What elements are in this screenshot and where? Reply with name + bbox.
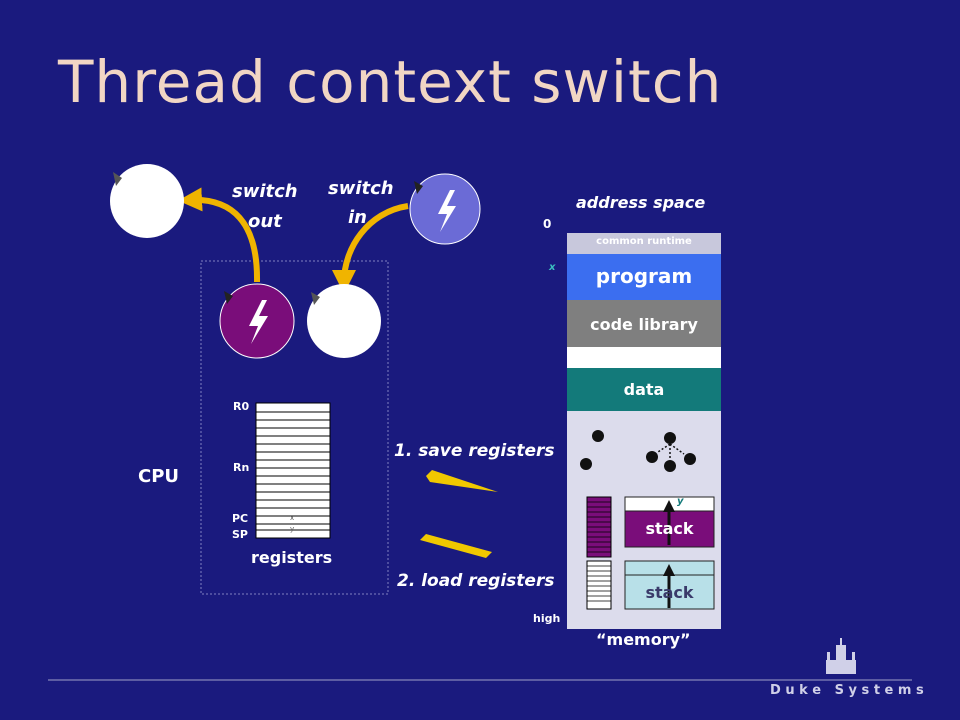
switch-out-label-1: switch	[232, 181, 298, 202]
register-sp-label: SP	[232, 528, 248, 541]
segment-gap	[567, 347, 721, 368]
switch-in-label-1: switch	[328, 178, 394, 199]
lightning-icon	[438, 190, 456, 232]
switch-in-arrow	[332, 203, 409, 294]
svg-text:x: x	[290, 514, 294, 522]
address-high-label: high	[533, 612, 561, 625]
memory-column	[567, 233, 721, 629]
slide-title: Thread context switch	[58, 48, 723, 116]
program-label: program	[595, 264, 693, 288]
save-registers-arrow	[426, 470, 498, 492]
svg-text:y: y	[290, 525, 294, 533]
stack-lower-label: stack	[645, 583, 694, 602]
register-file: x y	[255, 402, 331, 539]
data-label: data	[623, 380, 665, 399]
load-registers-label: 2. load registers	[397, 571, 555, 591]
address-x-label: x	[549, 262, 556, 273]
segment-program	[567, 254, 721, 300]
switch-out-label-2: out	[248, 211, 282, 232]
register-rn-label: Rn	[233, 461, 250, 474]
cpu-label: CPU	[138, 466, 180, 487]
thread-switching-in	[409, 173, 481, 245]
load-registers-arrow	[420, 534, 492, 558]
register-r0-label: R0	[233, 400, 250, 413]
switch-in-label-2: in	[348, 207, 367, 228]
registers-label: registers	[251, 548, 333, 567]
segment-data	[567, 368, 721, 411]
address-zero-label: 0	[543, 217, 552, 231]
segment-code-library	[567, 300, 721, 347]
thread-switched-out	[110, 164, 184, 238]
switch-out-arrow	[178, 187, 261, 283]
stack-upper-label: stack	[645, 519, 694, 538]
save-registers-label: 1. save registers	[394, 441, 555, 461]
segment-common-runtime	[567, 233, 721, 254]
code-library-label: code library	[590, 315, 698, 334]
address-y-label: y	[677, 496, 684, 507]
lightning-icon	[249, 300, 268, 344]
thread-running	[219, 283, 295, 359]
address-space-label: address space	[576, 193, 706, 212]
thread-ready	[307, 284, 381, 358]
cpu-box	[200, 260, 389, 595]
white-register-snapshot	[586, 560, 612, 610]
register-pc-label: PC	[232, 512, 249, 525]
common-runtime-label: common runtime	[596, 236, 692, 247]
heap-objects	[580, 430, 696, 472]
memory-label: “memory”	[596, 630, 691, 649]
footer-brand: D u k e S y s t e m s	[770, 683, 924, 698]
duke-chapel-logo	[826, 638, 856, 674]
